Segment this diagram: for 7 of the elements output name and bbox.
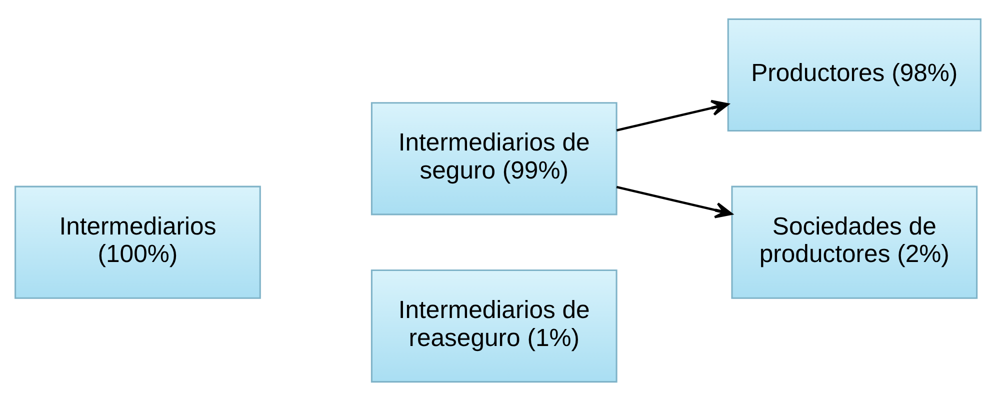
node-box: Sociedades de productores (2%)	[731, 185, 978, 298]
node-box: Intermediarios de seguro (99%)	[370, 102, 618, 215]
arrow	[616, 185, 733, 218]
arrow	[616, 99, 729, 131]
node-box: Intermediarios de reaseguro (1%)	[370, 268, 618, 382]
node-box: Intermediarios (100%)	[14, 185, 261, 298]
node-box: Productores (98%)	[727, 18, 982, 132]
